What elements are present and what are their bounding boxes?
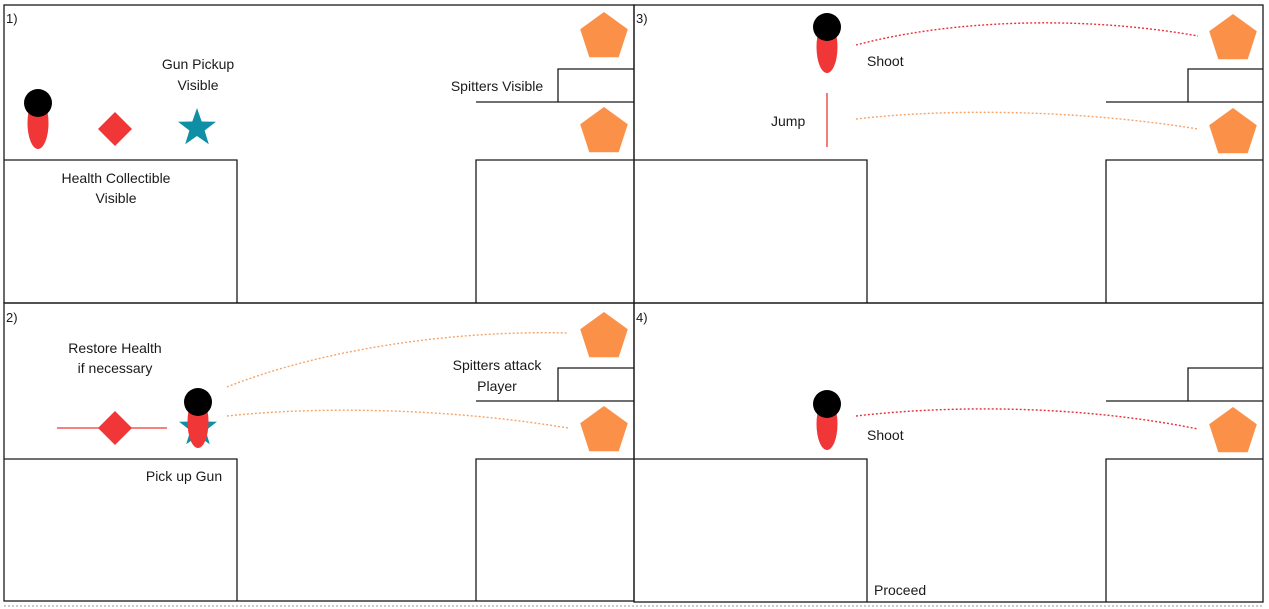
spit-trail: [226, 409, 569, 429]
restore-label-line1: Restore Health: [68, 340, 161, 356]
right-ledge: [1105, 159, 1263, 303]
panel-3: 3) Shoot Jump: [633, 4, 1264, 304]
attack-label-line2: Player: [477, 378, 517, 394]
spitter-platform: [476, 367, 634, 402]
panel-number: 3): [636, 11, 648, 26]
health-label-line2: Visible: [96, 190, 137, 206]
left-ledge: [634, 458, 868, 602]
pickup-label: Pick up Gun: [146, 468, 222, 484]
spit-trail: [226, 332, 569, 388]
teal-star-icon: [178, 108, 216, 145]
right-ledge: [475, 159, 634, 303]
orange-pentagon-icon: [1209, 407, 1257, 453]
spitter-platform: [1106, 68, 1263, 103]
attack-label-line1: Spitters attack: [453, 357, 543, 373]
red-diamond-icon: [98, 411, 132, 445]
panel-2: 2) Restore Health if necessary Spitters …: [3, 302, 635, 602]
health-label-line1: Health Collectible: [62, 170, 171, 186]
panel-number: 4): [636, 310, 648, 325]
left-ledge: [4, 458, 238, 601]
orange-pentagon-icon: [580, 406, 628, 452]
spitters-label: Spitters Visible: [451, 78, 544, 94]
orange-pentagon-icon: [1209, 108, 1257, 154]
orange-pentagon-icon: [1209, 14, 1257, 60]
jump-label: Jump: [771, 113, 805, 129]
panel-number: 1): [6, 11, 18, 26]
gun-label-line2: Visible: [178, 77, 219, 93]
panel-1: 1) Gun Pickup Visible Health Collectible…: [3, 4, 635, 304]
right-ledge: [1105, 458, 1263, 602]
spit-trail: [855, 111, 1199, 130]
left-ledge: [4, 159, 238, 303]
spitter-platform: [476, 68, 634, 103]
shoot-label: Shoot: [867, 53, 904, 69]
shot-trail: [855, 408, 1199, 430]
shoot-label: Shoot: [867, 427, 904, 443]
spitter-platform: [1106, 367, 1263, 402]
player-figure-icon: [813, 13, 841, 73]
orange-pentagon-icon: [580, 312, 628, 358]
orange-pentagon-icon: [580, 12, 628, 58]
right-ledge: [475, 458, 634, 601]
shot-trail: [855, 22, 1199, 46]
panel-4: 4) Shoot Proceed: [633, 302, 1264, 603]
player-figure-icon: [24, 89, 52, 149]
proceed-label: Proceed: [874, 582, 926, 598]
left-ledge: [634, 159, 868, 303]
gun-label-line1: Gun Pickup: [162, 56, 235, 72]
panel-number: 2): [6, 310, 18, 325]
restore-label-line2: if necessary: [78, 360, 153, 376]
red-diamond-icon: [98, 112, 132, 146]
player-figure-icon: [813, 390, 841, 450]
orange-pentagon-icon: [580, 107, 628, 153]
